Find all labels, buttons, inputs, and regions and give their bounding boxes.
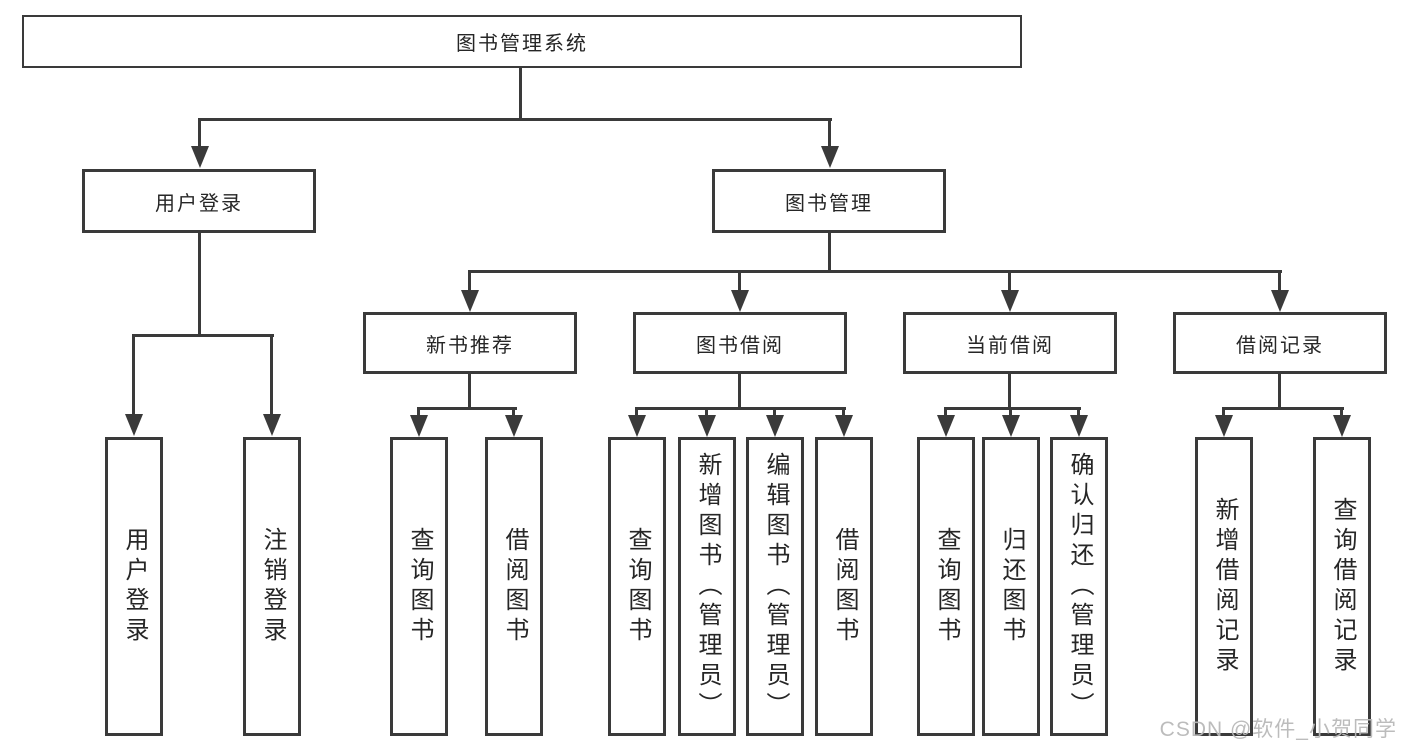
connector-bb-borrow-stub [842,407,845,417]
connector-borrow-records-crossbar [1222,407,1344,410]
arrow-nb-query [410,415,428,437]
connector-book-borrow-crossbar [635,407,846,410]
node-library-system-label: 图书管理系统 [456,33,588,55]
arrow-to-current-borrow [1001,290,1019,312]
leaf-cb-query-books-label: 查询图书 [933,526,960,647]
connector-root-crossbar [198,118,832,121]
arrow-br-add [1215,415,1233,437]
connector-book-borrow-stem [738,374,741,410]
arrow-bb-add [698,415,716,437]
arrow-bb-edit [766,415,784,437]
leaf-br-query-record: 查询借阅记录 [1313,437,1371,736]
leaf-nb-query-books-label: 查询图书 [406,526,433,647]
leaf-logout-label: 注销登录 [259,526,286,647]
connector-cb-query-stub [944,407,947,417]
connector-user-login-stem [198,233,201,337]
connector-root-to-user-login [198,118,201,148]
leaf-br-add-record-label: 新增借阅记录 [1211,496,1238,677]
node-new-book-recommend: 新书推荐 [363,312,577,374]
leaf-br-add-record: 新增借阅记录 [1195,437,1253,736]
connector-to-leaf-login [132,334,135,415]
connector-user-login-crossbar [132,334,274,337]
connector-cb-confirm-stub [1077,407,1080,417]
node-book-management-label: 图书管理 [785,192,873,215]
arrow-cb-query [937,415,955,437]
leaf-user-login: 用户登录 [105,437,163,736]
arrow-cb-confirm [1070,415,1088,437]
connector-to-current-borrow [1008,270,1011,292]
node-book-borrow-label: 图书借阅 [696,334,784,357]
node-borrow-records-label: 借阅记录 [1236,334,1324,357]
connector-book-management-crossbar [468,270,1282,273]
arrow-to-leaf-logout [263,414,281,436]
leaf-cb-confirm-return-admin-label: 确认归还（管理员） [1066,451,1093,722]
leaf-bb-edit-books-admin: 编辑图书（管理员） [746,437,804,736]
arrow-to-leaf-login [125,414,143,436]
leaf-cb-confirm-return-admin: 确认归还（管理员） [1050,437,1108,736]
leaf-br-query-record-label: 查询借阅记录 [1329,496,1356,677]
node-new-book-recommend-label: 新书推荐 [426,334,514,357]
arrow-bb-query [628,415,646,437]
connector-nb-query-stub [417,407,420,417]
node-current-borrow-label: 当前借阅 [966,334,1054,357]
arrow-nb-borrow [505,415,523,437]
leaf-cb-return-books: 归还图书 [982,437,1040,736]
leaf-bb-add-books-admin-label: 新增图书（管理员） [694,451,721,722]
leaf-bb-borrow-books: 借阅图书 [815,437,873,736]
connector-new-book-crossbar [417,407,517,410]
leaf-cb-query-books: 查询图书 [917,437,975,736]
connector-bb-edit-stub [773,407,776,417]
arrow-to-borrow-records [1271,290,1289,312]
arrow-to-user-login [191,146,209,168]
node-user-login: 用户登录 [82,169,316,233]
leaf-bb-add-books-admin: 新增图书（管理员） [678,437,736,736]
node-book-management: 图书管理 [712,169,946,233]
connector-to-new-book [468,270,471,292]
node-book-borrow: 图书借阅 [633,312,847,374]
connector-to-borrow-records [1278,270,1281,292]
connector-new-book-stem [468,374,471,410]
node-borrow-records: 借阅记录 [1173,312,1387,374]
connector-current-borrow-crossbar [944,407,1081,410]
node-current-borrow: 当前借阅 [903,312,1117,374]
arrow-to-book-borrow [731,290,749,312]
arrow-to-book-management [821,146,839,168]
connector-current-borrow-stem [1008,374,1011,410]
node-library-system: 图书管理系统 [22,15,1022,68]
leaf-bb-edit-books-admin-label: 编辑图书（管理员） [762,451,789,722]
leaf-cb-return-books-label: 归还图书 [998,526,1025,647]
connector-br-add-stub [1222,407,1225,417]
arrow-cb-return [1002,415,1020,437]
connector-bb-query-stub [635,407,638,417]
arrow-bb-borrow [835,415,853,437]
leaf-bb-borrow-books-label: 借阅图书 [831,526,858,647]
connector-book-management-stem [828,233,831,273]
connector-root-to-book-management [828,118,831,148]
connector-cb-return-stub [1009,407,1012,417]
connector-to-book-borrow [738,270,741,292]
node-user-login-label: 用户登录 [155,192,243,215]
connector-root-stem [519,68,522,120]
arrow-br-query [1333,415,1351,437]
connector-br-query-stub [1340,407,1343,417]
arrow-to-new-book [461,290,479,312]
leaf-nb-borrow-books-label: 借阅图书 [501,526,528,647]
leaf-nb-query-books: 查询图书 [390,437,448,736]
leaf-logout: 注销登录 [243,437,301,736]
leaf-nb-borrow-books: 借阅图书 [485,437,543,736]
connector-bb-add-stub [705,407,708,417]
leaf-bb-query-books: 查询图书 [608,437,666,736]
csdn-watermark: CSDN @软件_小贺同学 [1159,718,1397,741]
connector-to-leaf-logout [270,334,273,415]
leaf-bb-query-books-label: 查询图书 [624,526,651,647]
connector-borrow-records-stem [1278,374,1281,410]
connector-nb-borrow-stub [512,407,515,417]
leaf-user-login-label: 用户登录 [121,526,148,647]
